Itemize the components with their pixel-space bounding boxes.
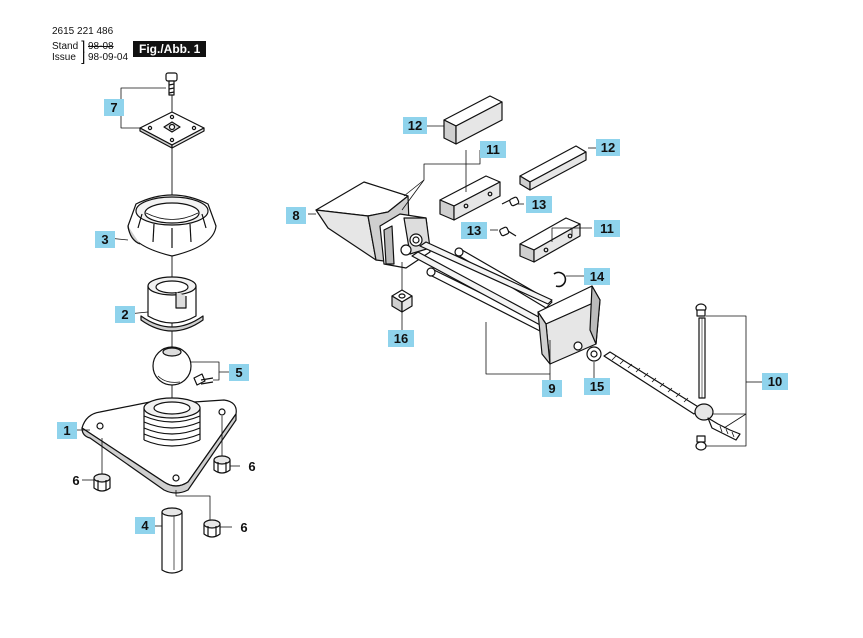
part-14-retaining-ring (553, 271, 567, 288)
part-3-ring-nut (127, 194, 217, 257)
stand-label: Stand (52, 41, 79, 52)
part-10-handle-bar (695, 303, 707, 451)
part-13-screw-upper (501, 196, 520, 207)
part-5-screw (193, 373, 214, 386)
callout-13-lower: 13 (461, 222, 487, 239)
callout-5: 5 (229, 364, 249, 381)
part-6-nut-bottom (203, 519, 221, 538)
callout-6-left: 6 (72, 473, 80, 488)
callout-9: 9 (542, 380, 562, 397)
part-5-ball (152, 346, 192, 386)
part-1-base (81, 397, 237, 494)
part-9-guide-rods (411, 241, 553, 333)
part-10-lead-screw (603, 351, 741, 441)
part-6-nut-left (93, 473, 111, 492)
callout-11-upper: 11 (480, 141, 506, 158)
callout-14: 14 (584, 268, 610, 285)
part-9-movable-jaw (537, 285, 601, 365)
callout-12-right: 12 (596, 139, 620, 156)
part-2-sleeve (140, 276, 204, 332)
part-16-square-nut (391, 289, 413, 313)
part-12-jaw-pad-right (519, 145, 587, 191)
callout-15: 15 (584, 378, 610, 395)
part-13-screw-lower (499, 226, 517, 237)
part-6-nut-right (213, 455, 231, 474)
document-number: 2615 221 486 (52, 26, 114, 37)
issue-label: Issue (52, 52, 76, 63)
callout-13-upper: 13 (526, 196, 552, 213)
callout-12-left: 12 (403, 117, 427, 134)
part-7-plate (139, 111, 205, 149)
part-11-jaw-block-upper (439, 175, 501, 221)
figure-label: Fig./Abb. 1 (133, 41, 207, 57)
callout-10: 10 (762, 373, 788, 390)
callout-16: 16 (388, 330, 414, 347)
stand-value: 98-08 (88, 41, 114, 52)
header-bracket-lower: ⌋ (80, 50, 86, 66)
callout-6-right: 6 (248, 459, 256, 474)
callout-2: 2 (115, 306, 135, 323)
callout-11-lower: 11 (594, 220, 620, 237)
callout-1: 1 (57, 422, 77, 439)
part-4-post (161, 507, 183, 574)
part-15-washer (586, 346, 602, 362)
callout-4: 4 (135, 517, 155, 534)
part-7-screw (165, 72, 178, 96)
callout-7: 7 (104, 99, 124, 116)
header-bracket: ⌉ (80, 39, 86, 55)
part-8-fixed-jaw (315, 181, 431, 269)
callout-6-bottom: 6 (240, 520, 248, 535)
part-12-jaw-pad-left (443, 95, 503, 145)
callout-8: 8 (286, 207, 306, 224)
issue-value: 98-09-04 (88, 52, 129, 63)
callout-3: 3 (95, 231, 115, 248)
part-11-jaw-block-lower (519, 217, 581, 263)
